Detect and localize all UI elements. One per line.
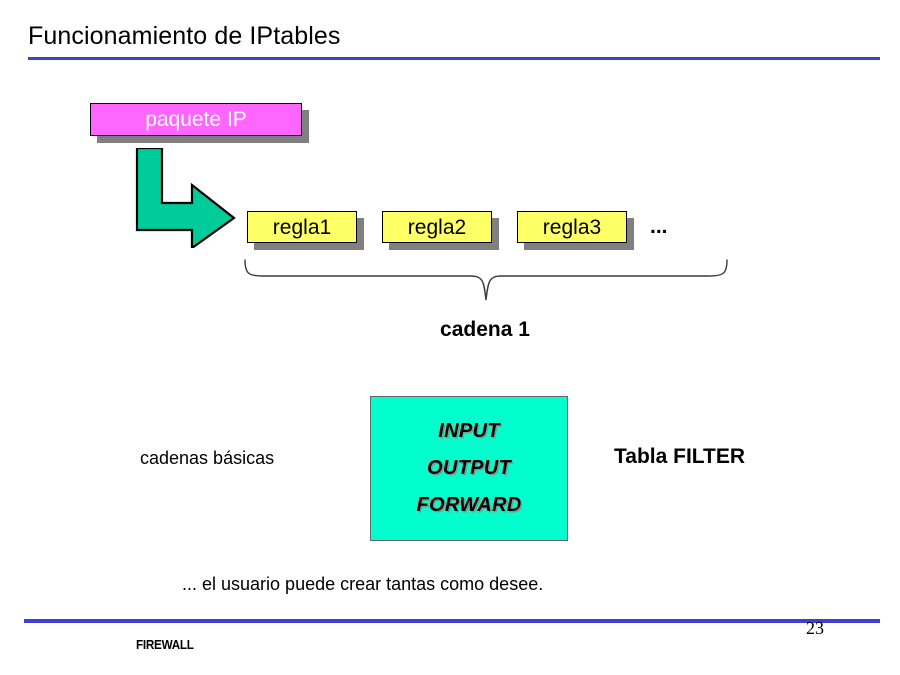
page-number: 23 (806, 618, 824, 638)
chain-label: cadena 1 (0, 318, 900, 342)
rule-box-label: regla1 (272, 215, 332, 239)
rule-box-regla3: regla3 (517, 211, 627, 243)
filter-table-box: INPUT OUTPUT FORWARD (370, 396, 568, 541)
chain-name-output: OUTPUT (426, 457, 512, 479)
page-title: Funcionamiento de IPtables (28, 22, 341, 50)
flow-arrow-icon (132, 146, 252, 251)
chain-brace-icon (243, 258, 729, 302)
rules-ellipsis: ... (650, 215, 668, 238)
title-divider (28, 57, 880, 60)
rule-box-label: regla2 (407, 215, 467, 239)
user-note-text: ... el usuario puede crear tantas como d… (182, 574, 544, 594)
chain-name-forward: FORWARD (416, 494, 522, 516)
rule-box-regla1: regla1 (247, 211, 357, 243)
chain-name-input: INPUT (438, 420, 500, 442)
footer-divider (24, 619, 880, 623)
rule-box-label: regla3 (542, 215, 602, 239)
filter-table-label: Tabla FILTER (614, 445, 746, 468)
footer-label: FIREWALL (136, 637, 194, 652)
rule-box-regla2: regla2 (382, 211, 492, 243)
packet-box-label: paquete IP (145, 108, 247, 131)
packet-box: paquete IP (90, 103, 302, 136)
basic-chains-label: cadenas básicas (140, 448, 275, 468)
chain-label-text: cadena 1 (440, 318, 530, 341)
